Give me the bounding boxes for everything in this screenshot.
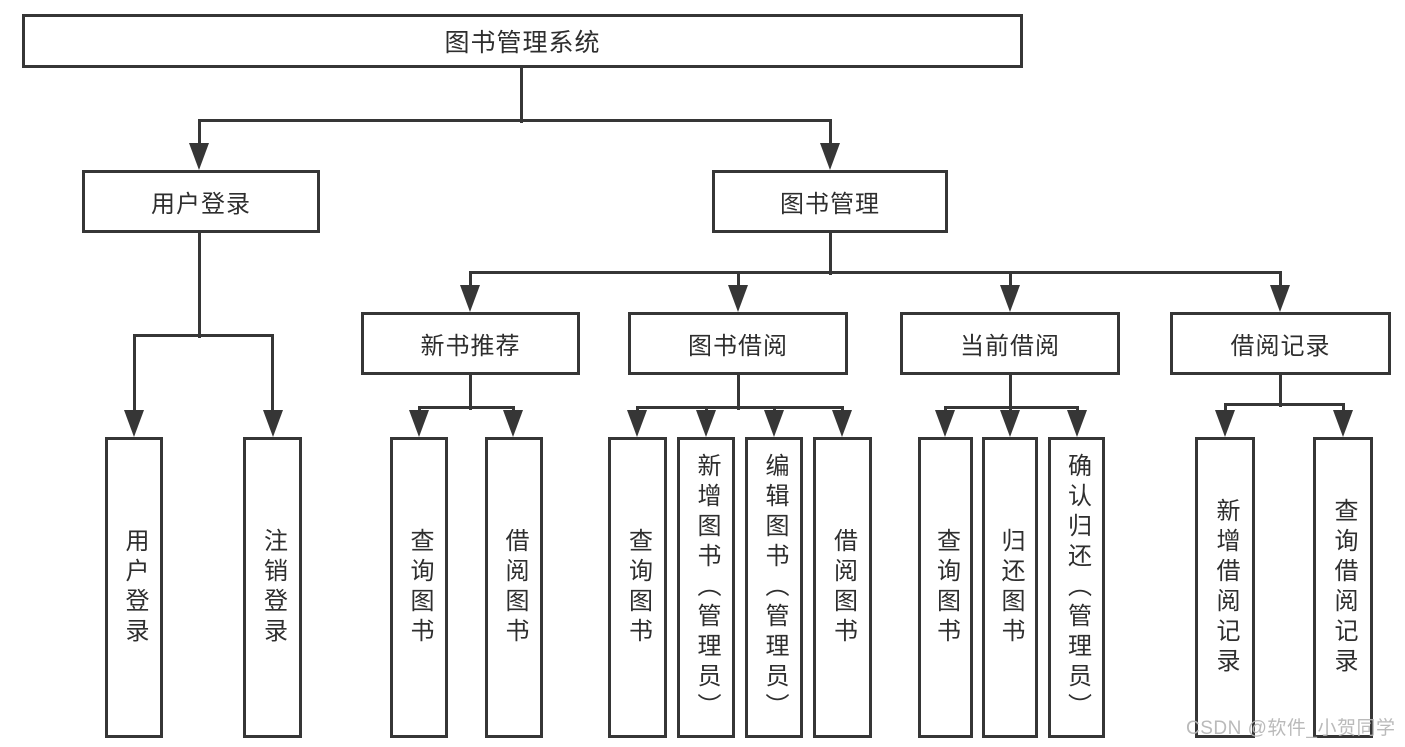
connector-bar [132,333,274,337]
leaf-query-books-current: 查询图书 [918,437,973,738]
connector-bar [417,405,515,409]
connector-bar [1223,402,1345,406]
arrowhead-down-icon [124,410,144,437]
node-borrow-records: 借阅记录 [1170,312,1391,375]
arrowhead-down-icon [764,410,784,437]
arrowhead-down-icon [832,410,852,437]
leaf-borrow-books-recommend: 借阅图书 [485,437,543,738]
connector-drop [1008,407,1012,412]
leaf-query-books-recommend: 查询图书 [390,437,448,738]
leaf-borrow-books: 借阅图书 [813,437,872,738]
node-book-borrow: 图书借阅 [628,312,848,375]
arrowhead-down-icon [409,410,429,437]
arrowhead-down-icon [1067,410,1087,437]
node-new-book-recommend: 新书推荐 [361,312,580,375]
connector-drop [417,407,421,412]
connector-stem [468,375,472,410]
arrowhead-down-icon [503,410,523,437]
leaf-add-borrow-record: 新增借阅记录 [1195,437,1255,738]
connector-drop [1008,272,1012,287]
leaf-user-login: 用户登录 [105,437,163,738]
connector-drop [1278,272,1282,287]
arrowhead-down-icon [696,410,716,437]
arrowhead-down-icon [1000,410,1020,437]
arrowhead-down-icon [1000,285,1020,312]
arrowhead-down-icon [1333,410,1353,437]
leaf-query-books-borrow: 查询图书 [608,437,667,738]
arrowhead-down-icon [935,410,955,437]
arrowhead-down-icon [627,410,647,437]
arrowhead-down-icon [820,143,840,170]
node-user-login: 用户登录 [82,170,320,233]
connector-drop [635,407,639,412]
connector-drop [736,272,740,287]
arrowhead-down-icon [262,410,283,437]
leaf-return-books: 归还图书 [982,437,1038,738]
leaf-logout: 注销登录 [243,437,302,738]
connector-drop [943,407,947,412]
arrowhead-down-icon [728,285,748,312]
connector-stem [1278,375,1282,407]
connector-drop [511,407,515,412]
leaf-add-books-admin: 新增图书（管理员） [677,437,735,738]
connector-bar [197,118,832,122]
connector-drop [271,335,274,412]
arrowhead-down-icon [460,285,480,312]
connector-stem [828,233,832,275]
connector-drop [704,407,708,412]
connector-bar [635,405,844,409]
node-book-management: 图书管理 [712,170,948,233]
connector-drop [468,272,472,287]
connector-drop [772,407,776,412]
node-current-borrow: 当前借阅 [900,312,1120,375]
connector-drop [840,407,844,412]
connector-drop [132,335,136,412]
connector-stem [736,375,740,410]
arrowhead-down-icon [189,143,209,170]
connector-drop [1341,404,1345,412]
node-root: 图书管理系统 [22,14,1023,68]
connector-stem [519,68,523,123]
connector-drop [197,120,201,145]
leaf-query-borrow-record: 查询借阅记录 [1313,437,1373,738]
connector-bar [468,270,1282,274]
connector-drop [1075,407,1079,412]
arrowhead-down-icon [1270,285,1290,312]
arrowhead-down-icon [1215,410,1235,437]
connector-stem [197,233,201,338]
leaf-confirm-return-admin: 确认归还（管理员） [1048,437,1105,738]
leaf-edit-books-admin: 编辑图书（管理员） [745,437,803,738]
connector-drop [1223,404,1227,412]
watermark: CSDN @软件_小贺同学 [1186,718,1396,739]
connector-stem [1008,375,1012,410]
connector-drop [828,120,832,145]
